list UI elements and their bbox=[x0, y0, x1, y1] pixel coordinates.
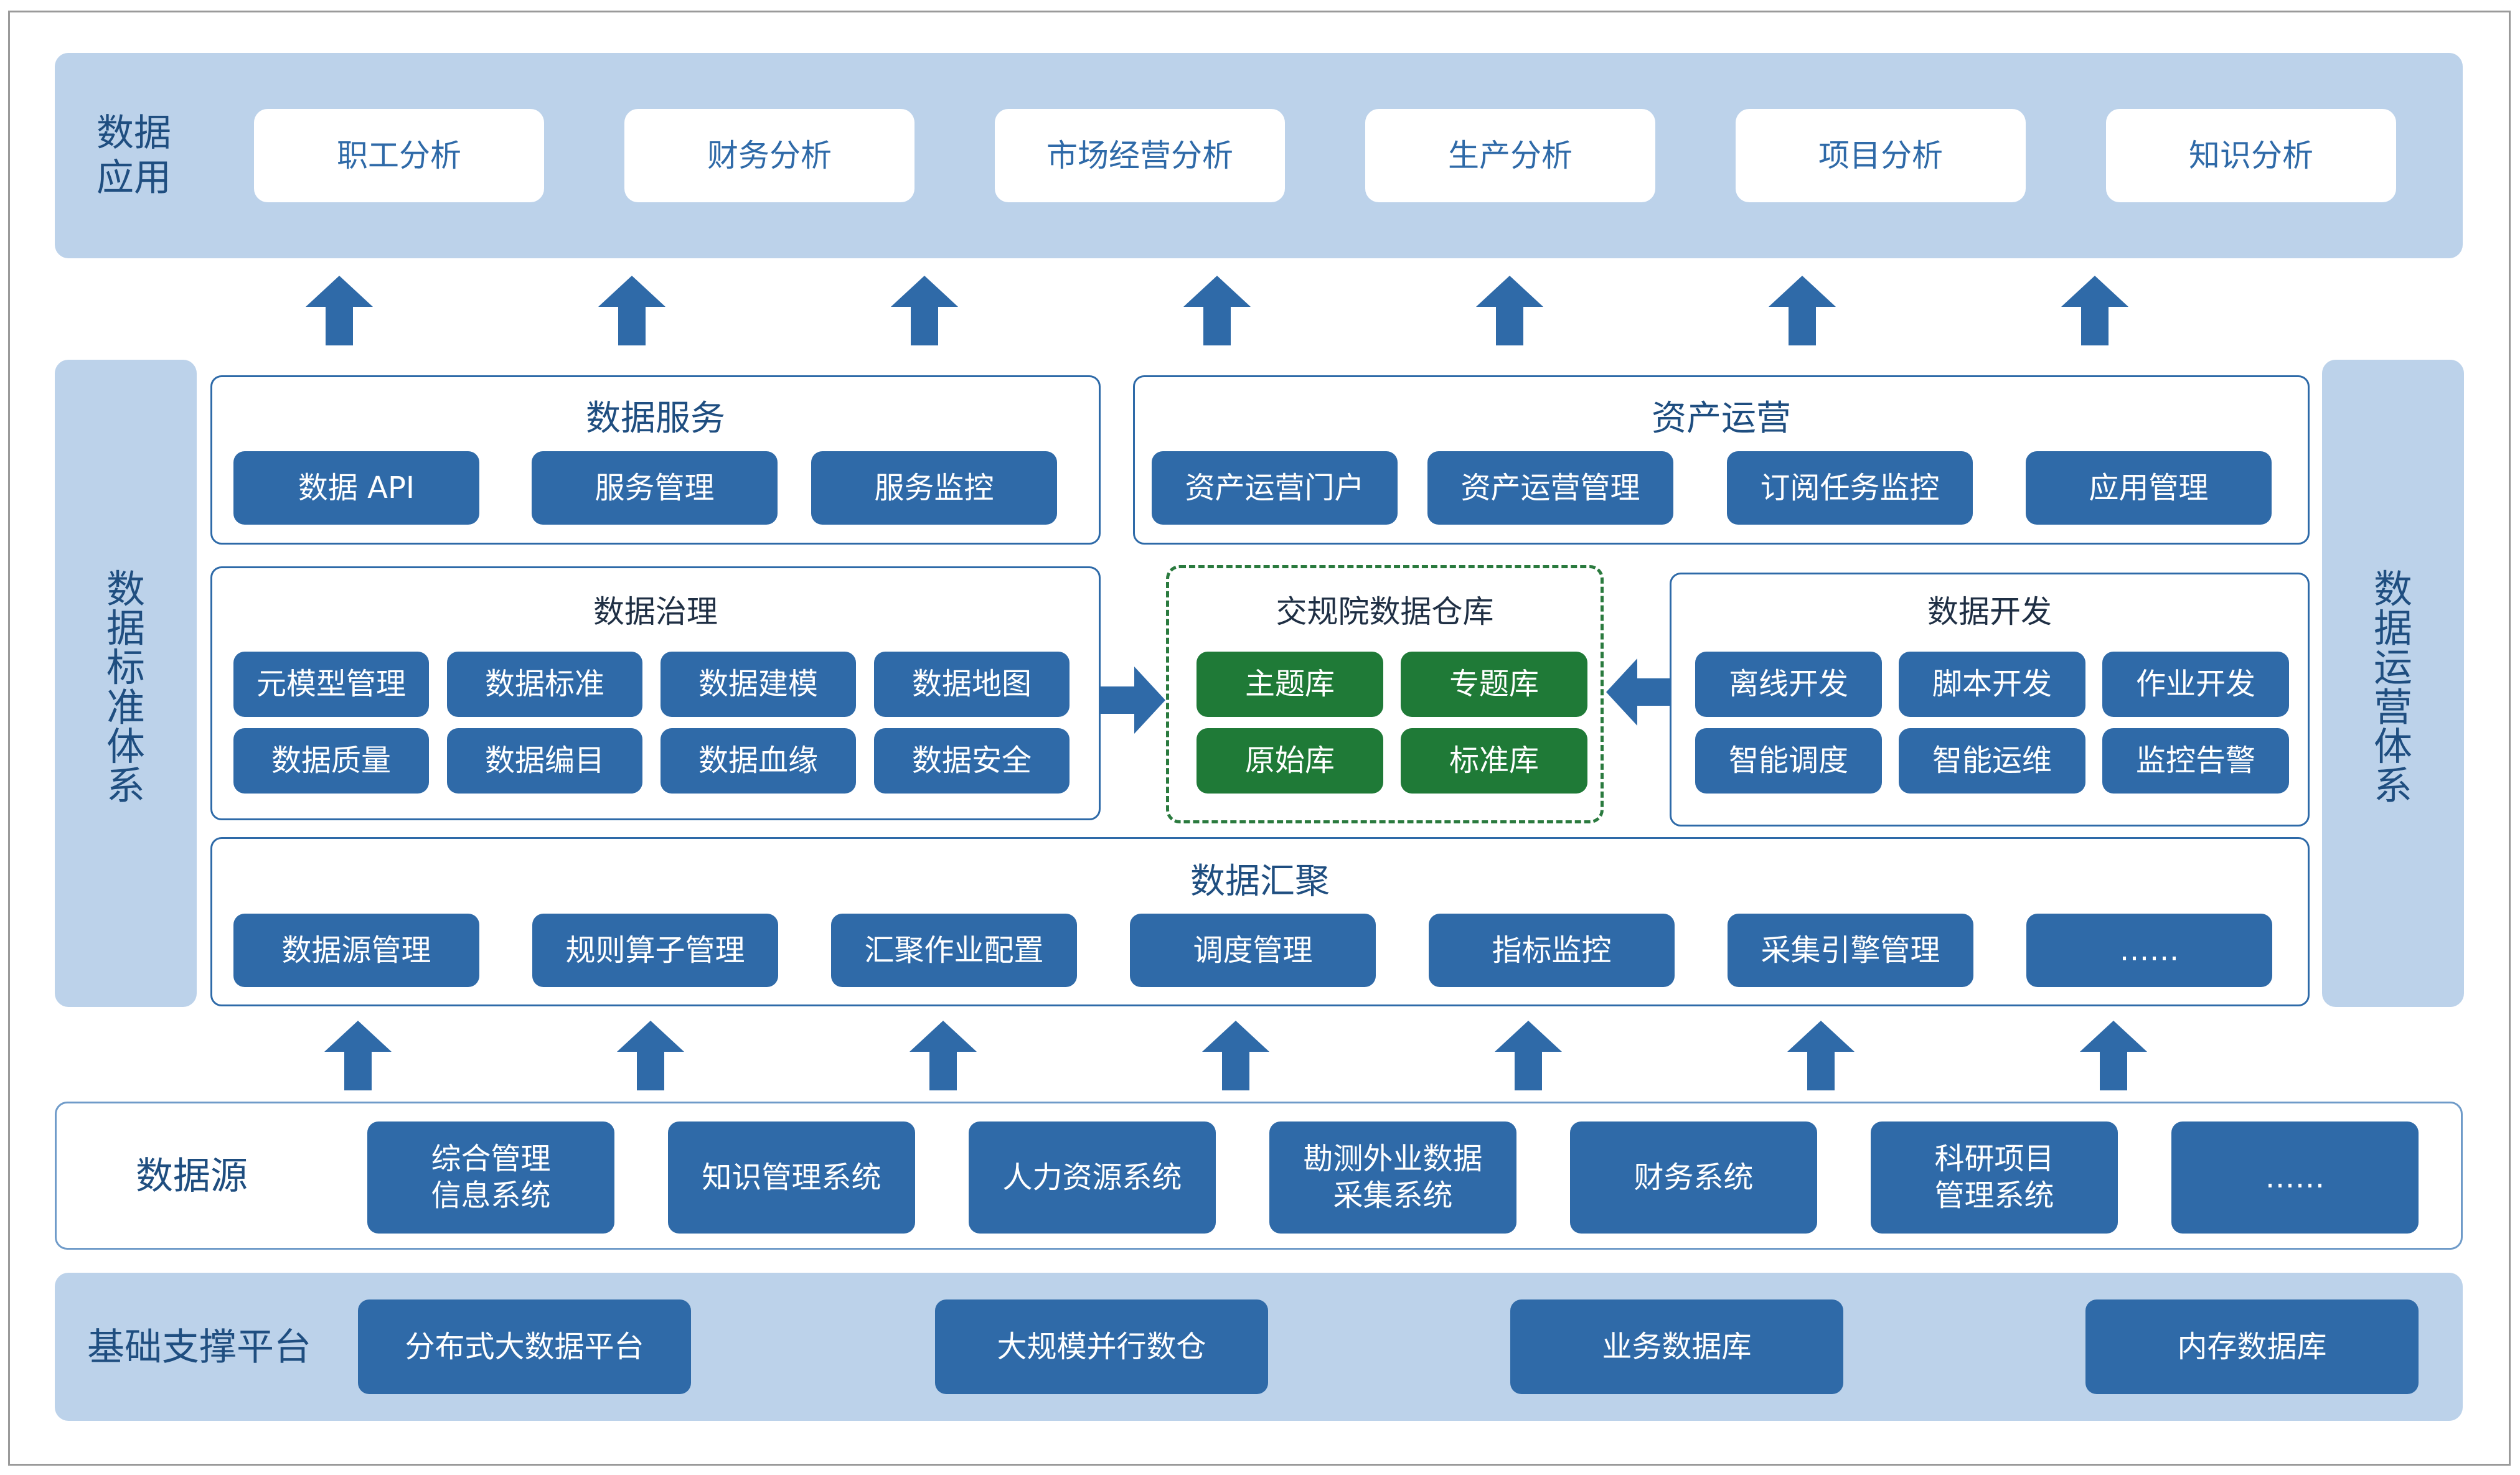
outer-frame bbox=[8, 11, 2511, 1466]
aggregation-item-metric-monitor: 指标监控 bbox=[1429, 914, 1675, 987]
data-governance-title: 数据治理 bbox=[593, 594, 718, 630]
aggregation-item-more: …… bbox=[2026, 914, 2272, 987]
source-item-research-project: 科研项目 管理系统 bbox=[1871, 1121, 2118, 1234]
service-item-data-api: 数据 API bbox=[233, 451, 479, 525]
app-item-market-analysis: 市场经营分析 bbox=[995, 109, 1285, 202]
governance-item-map: 数据地图 bbox=[874, 652, 1070, 717]
asset-item-management: 资产运营管理 bbox=[1427, 451, 1673, 525]
arrow-development-to-warehouse bbox=[1606, 658, 1670, 726]
platform-item-in-memory-database: 内存数据库 bbox=[2085, 1299, 2419, 1394]
app-item-knowledge-analysis: 知识分析 bbox=[2106, 109, 2396, 202]
asset-operation-title: 资产运营 bbox=[1652, 398, 1791, 439]
arrow-up-to-application-3 bbox=[1183, 276, 1251, 345]
development-item-script: 脚本开发 bbox=[1899, 652, 2085, 717]
asset-item-subscription-monitor: 订阅任务监控 bbox=[1727, 451, 1973, 525]
data-aggregation-title: 数据汇聚 bbox=[1190, 861, 1330, 902]
development-item-job: 作业开发 bbox=[2102, 652, 2289, 717]
data-service-title: 数据服务 bbox=[586, 398, 725, 439]
asset-item-portal: 资产运营门户 bbox=[1152, 451, 1398, 525]
source-item-hr-system: 人力资源系统 bbox=[969, 1121, 1216, 1234]
arrow-up-to-aggregation-5 bbox=[1787, 1021, 1855, 1090]
aggregation-item-source-management: 数据源管理 bbox=[233, 914, 479, 987]
data-development-title: 数据开发 bbox=[1927, 594, 2052, 630]
service-item-service-monitoring: 服务监控 bbox=[811, 451, 1057, 525]
asset-item-app-management: 应用管理 bbox=[2026, 451, 2272, 525]
arrow-up-to-aggregation-0 bbox=[324, 1021, 392, 1090]
data-operation-system-band bbox=[2322, 360, 2464, 1007]
governance-item-lineage: 数据血缘 bbox=[661, 728, 856, 794]
data-operation-system-label: 数据运营体系 bbox=[2373, 566, 2412, 809]
source-item-knowledge-system: 知识管理系统 bbox=[668, 1121, 915, 1234]
platform-item-business-database: 业务数据库 bbox=[1510, 1299, 1843, 1394]
aggregation-item-rule-operator: 规则算子管理 bbox=[532, 914, 778, 987]
app-item-staff-analysis: 职工分析 bbox=[254, 109, 544, 202]
arrow-up-to-aggregation-3 bbox=[1202, 1021, 1269, 1090]
warehouse-item-standard: 标准库 bbox=[1401, 728, 1587, 794]
source-item-comprehensive-mis: 综合管理 信息系统 bbox=[367, 1121, 614, 1234]
arrow-up-to-application-4 bbox=[1476, 276, 1543, 345]
governance-item-catalog: 数据编目 bbox=[447, 728, 642, 794]
source-item-more: …… bbox=[2171, 1121, 2419, 1234]
platform-item-distributed-bigdata: 分布式大数据平台 bbox=[358, 1299, 691, 1394]
governance-item-modeling: 数据建模 bbox=[661, 652, 856, 717]
arrow-up-to-aggregation-6 bbox=[2080, 1021, 2147, 1090]
data-standard-system-label: 数据标准体系 bbox=[106, 566, 145, 809]
platform-item-mpp-warehouse: 大规模并行数仓 bbox=[935, 1299, 1268, 1394]
infrastructure-label: 基础支撑平台 bbox=[87, 1326, 311, 1369]
development-item-offline: 离线开发 bbox=[1695, 652, 1882, 717]
app-item-production-analysis: 生产分析 bbox=[1365, 109, 1655, 202]
data-warehouse-title: 交规院数据仓库 bbox=[1276, 594, 1494, 630]
arrow-governance-to-warehouse bbox=[1101, 667, 1165, 734]
source-item-finance-system: 财务系统 bbox=[1570, 1121, 1817, 1234]
warehouse-item-raw: 原始库 bbox=[1197, 728, 1383, 794]
warehouse-item-topic: 专题库 bbox=[1401, 652, 1587, 717]
development-item-alerts: 监控告警 bbox=[2102, 728, 2289, 794]
governance-item-quality: 数据质量 bbox=[233, 728, 429, 794]
development-item-scheduling: 智能调度 bbox=[1695, 728, 1882, 794]
arrow-up-to-application-1 bbox=[598, 276, 665, 345]
arrow-up-to-application-5 bbox=[1769, 276, 1836, 345]
arrow-up-to-aggregation-4 bbox=[1495, 1021, 1562, 1090]
governance-item-metamodel: 元模型管理 bbox=[233, 652, 429, 717]
governance-item-security: 数据安全 bbox=[874, 728, 1070, 794]
aggregation-item-job-config: 汇聚作业配置 bbox=[831, 914, 1077, 987]
development-item-ops: 智能运维 bbox=[1899, 728, 2085, 794]
governance-item-standard: 数据标准 bbox=[447, 652, 642, 717]
arrow-up-to-application-2 bbox=[891, 276, 958, 345]
arrow-up-to-application-0 bbox=[306, 276, 373, 345]
arrow-up-to-application-6 bbox=[2061, 276, 2128, 345]
aggregation-item-scheduling: 调度管理 bbox=[1130, 914, 1376, 987]
data-application-label: 数据 应用 bbox=[96, 111, 171, 200]
warehouse-item-theme: 主题库 bbox=[1197, 652, 1383, 717]
app-item-project-analysis: 项目分析 bbox=[1736, 109, 2026, 202]
arrow-up-to-aggregation-1 bbox=[617, 1021, 684, 1090]
data-source-label: 数据源 bbox=[136, 1154, 248, 1198]
data-standard-system-band bbox=[55, 360, 197, 1007]
arrow-up-to-aggregation-2 bbox=[910, 1021, 977, 1090]
aggregation-item-engine-management: 采集引擎管理 bbox=[1728, 914, 1973, 987]
source-item-field-survey: 勘测外业数据 采集系统 bbox=[1269, 1121, 1516, 1234]
service-item-service-management: 服务管理 bbox=[532, 451, 778, 525]
app-item-finance-analysis: 财务分析 bbox=[624, 109, 914, 202]
